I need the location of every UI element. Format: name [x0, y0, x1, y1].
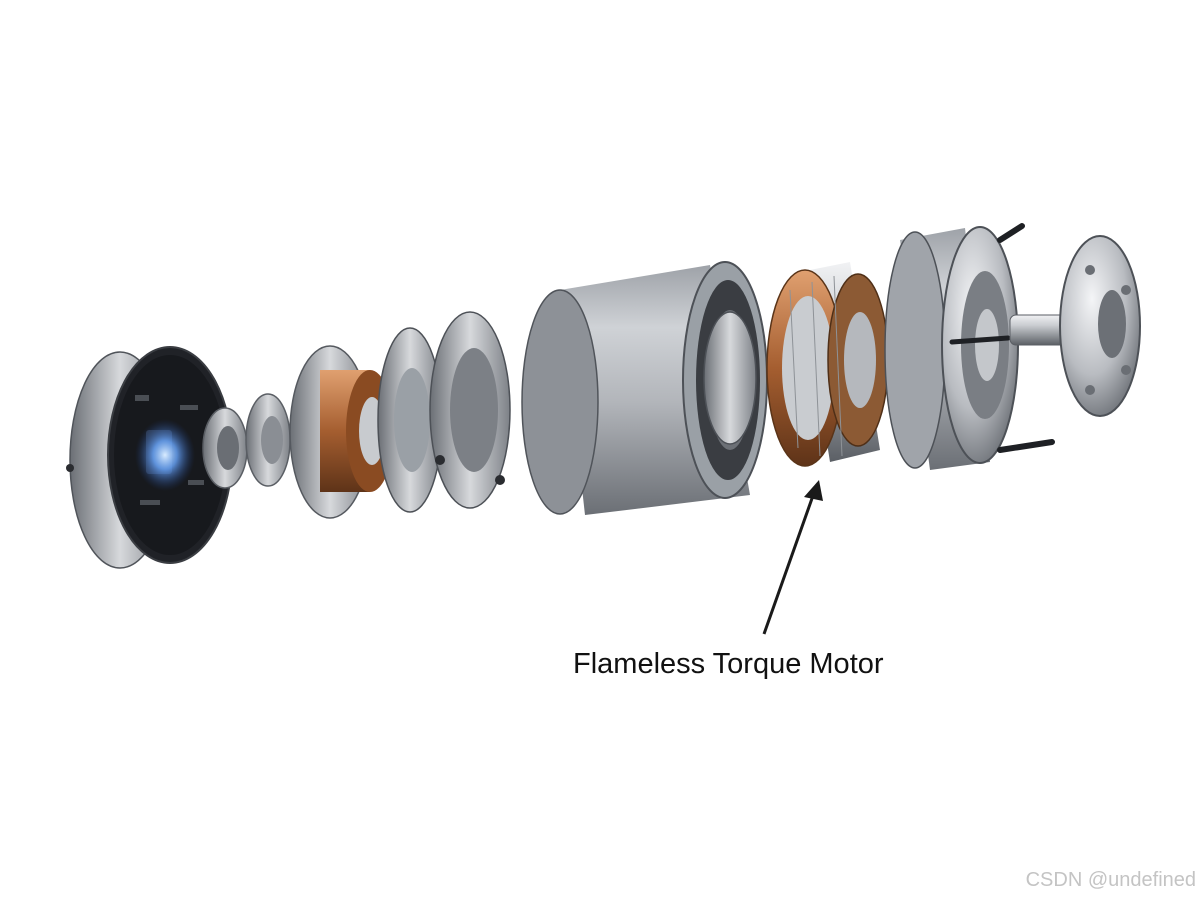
output-gear-housing — [884, 223, 1055, 470]
watermark: CSDN @undefined — [1025, 869, 1196, 891]
torque-motor-label: Flameless Torque Motor — [573, 648, 884, 680]
callout-arrow — [762, 480, 823, 635]
bearing-ring — [202, 393, 291, 489]
output-shaft-flange — [1009, 235, 1141, 417]
torque-motor-stator-rotor — [703, 262, 889, 467]
flange-plates — [377, 311, 511, 513]
